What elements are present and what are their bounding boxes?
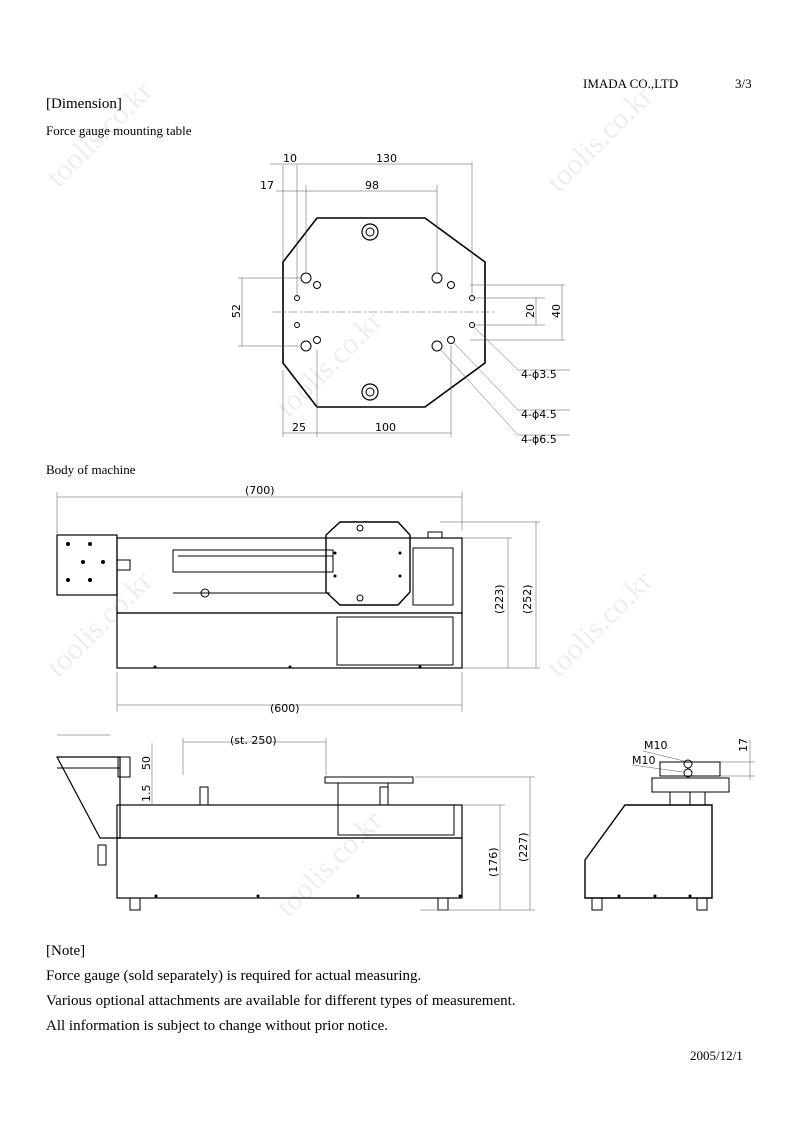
note-line-3: All information is subject to change wit… (46, 1018, 389, 1034)
dim-52: 52 (230, 304, 243, 318)
dim-40: 40 (550, 304, 563, 318)
hole-label-6-5: 4-ϕ6.5 (521, 433, 557, 446)
note-line-2: Various optional attachments are availab… (46, 993, 516, 1009)
dim-10: 10 (283, 152, 297, 165)
section-title: [Dimension] (46, 96, 122, 112)
dim-130: 130 (376, 152, 397, 165)
mounting-table-title: Force gauge mounting table (46, 123, 192, 138)
page-number: 3/3 (735, 76, 752, 91)
dim-252: (252) (521, 584, 534, 614)
dim-600: (600) (270, 702, 300, 715)
note-title: [Note] (46, 943, 86, 959)
dim-700: (700) (245, 484, 275, 497)
dim-17: 17 (260, 179, 274, 192)
dim-25: 25 (292, 421, 306, 434)
hole-label-4-5: 4-ϕ4.5 (521, 408, 557, 421)
note-line-1: Force gauge (sold separately) is require… (46, 968, 422, 984)
dim-176: (176) (487, 847, 500, 877)
dim-227: (227) (517, 832, 530, 862)
label-m10-upper: M10 (644, 739, 668, 752)
dim-17-side: 17 (737, 738, 750, 752)
dim-223: (223) (493, 584, 506, 614)
dim-stroke-250: (st. 250) (230, 734, 277, 747)
dim-50: 50 (140, 756, 153, 770)
dim-20: 20 (524, 304, 537, 318)
document-date: 2005/12/1 (690, 1048, 743, 1063)
company-name: IMADA CO.,LTD (583, 76, 679, 91)
dim-100: 100 (375, 421, 396, 434)
body-title: Body of machine (46, 462, 136, 477)
label-m10-lower: M10 (632, 754, 656, 767)
hole-label-3-5: 4-ϕ3.5 (521, 368, 557, 381)
dim-1-5: 1.5 (140, 785, 153, 803)
dim-98: 98 (365, 179, 379, 192)
